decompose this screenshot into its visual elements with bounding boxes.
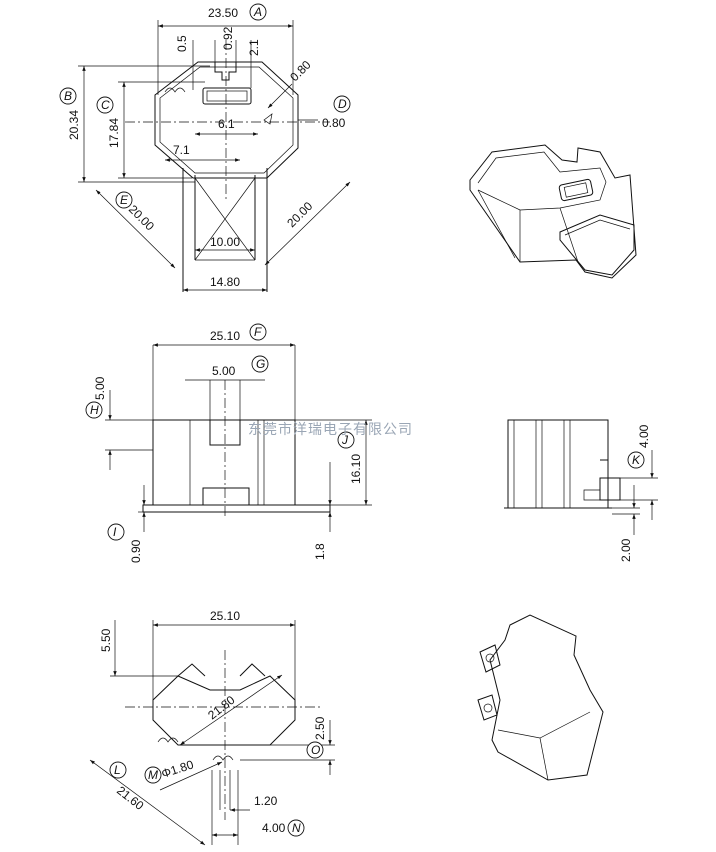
- bottom-right-offset-dim: 2.50: [313, 716, 327, 740]
- top-view-notch: [214, 62, 237, 81]
- top-slot-b-dim: 0.92: [221, 26, 235, 50]
- front-right-base-dim: 1.8: [313, 543, 327, 560]
- label-f: F: [254, 325, 262, 339]
- top-view-right-notch: [263, 113, 273, 125]
- front-height-dim: 16.10: [349, 454, 363, 484]
- side-pin-base-dim: 2.00: [619, 538, 633, 562]
- front-width-dim: 25.10: [210, 329, 240, 343]
- top-leg-outer-dim: 14.80: [210, 275, 240, 289]
- top-leg-inner-dim: 10.00: [210, 235, 240, 249]
- top-gap-dim: 0.80: [322, 116, 346, 130]
- label-k: K: [632, 453, 641, 467]
- bottom-top-offset-dim: 5.50: [99, 628, 113, 652]
- bottom-diag-dim: 21.80: [205, 693, 238, 723]
- top-height-b-dim: 20.34: [67, 110, 81, 140]
- watermark-text: 东莞市洋瑞电子有限公司: [248, 421, 413, 437]
- top-diag-right-dim: 20.00: [284, 199, 315, 230]
- top-slot-a-dim: 0.5: [175, 35, 189, 52]
- label-o: O: [311, 743, 320, 757]
- bottom-hole-dim: Φ1.80: [160, 757, 196, 781]
- top-view-body-inner: [159, 66, 294, 174]
- top-view-legs: [182, 168, 268, 292]
- isometric-view-top: [469, 144, 637, 279]
- bottom-view: 25.10 5.50 21.80 2.50 O Φ1.80 M 21.60 L …: [89, 609, 335, 846]
- top-view-slot: [202, 87, 252, 105]
- isometric-view-bottom: [477, 614, 604, 781]
- top-slot-c-dim: 2.1: [247, 39, 261, 56]
- label-d: D: [338, 97, 347, 111]
- front-slot-dim: 5.00: [212, 364, 236, 378]
- top-width-dim: 23.50: [208, 6, 238, 20]
- label-b: B: [64, 89, 72, 103]
- label-n: N: [292, 821, 301, 835]
- label-c: C: [101, 98, 110, 112]
- top-view-slot-inner: [206, 90, 248, 102]
- side-pin-height-dim: 4.00: [637, 424, 651, 448]
- top-chamfer-dim: 0.80: [287, 57, 314, 84]
- side-view: 4.00 K 2.00: [504, 419, 658, 562]
- label-e: E: [120, 193, 129, 207]
- top-view: 23.50 A 0.5 0.92 2.1 0.80 D 0.80 20.34 B…: [59, 3, 351, 292]
- label-j: J: [341, 433, 349, 447]
- bottom-pin-width-dim: 4.00: [262, 821, 286, 835]
- label-h: H: [90, 403, 99, 417]
- front-step-dim: 5.00: [93, 376, 107, 400]
- label-g: G: [256, 357, 265, 371]
- bottom-pin-gap-dim: 1.20: [254, 794, 278, 808]
- label-i: I: [113, 525, 117, 539]
- top-view-body-outline: [154, 61, 299, 179]
- bottom-span-dim: 21.60: [114, 783, 147, 813]
- top-inner-61-dim: 6.1: [218, 117, 235, 131]
- top-height-c-dim: 17.84: [107, 118, 121, 148]
- bottom-width-dim: 25.10: [210, 609, 240, 623]
- label-l: L: [114, 763, 121, 777]
- label-m: M: [148, 768, 158, 782]
- top-inner-71-dim: 7.1: [173, 143, 190, 157]
- front-base-dim: 0.90: [129, 539, 143, 563]
- top-view-diagonal-lines: [194, 177, 256, 261]
- top-diag-left-dim: 20.00: [126, 202, 157, 233]
- front-view: 25.10 F 5.00 G 5.00 H 16.10 J 0.90 I: [85, 323, 372, 563]
- label-a: A: [253, 5, 262, 19]
- top-view-left-notch: [164, 87, 186, 93]
